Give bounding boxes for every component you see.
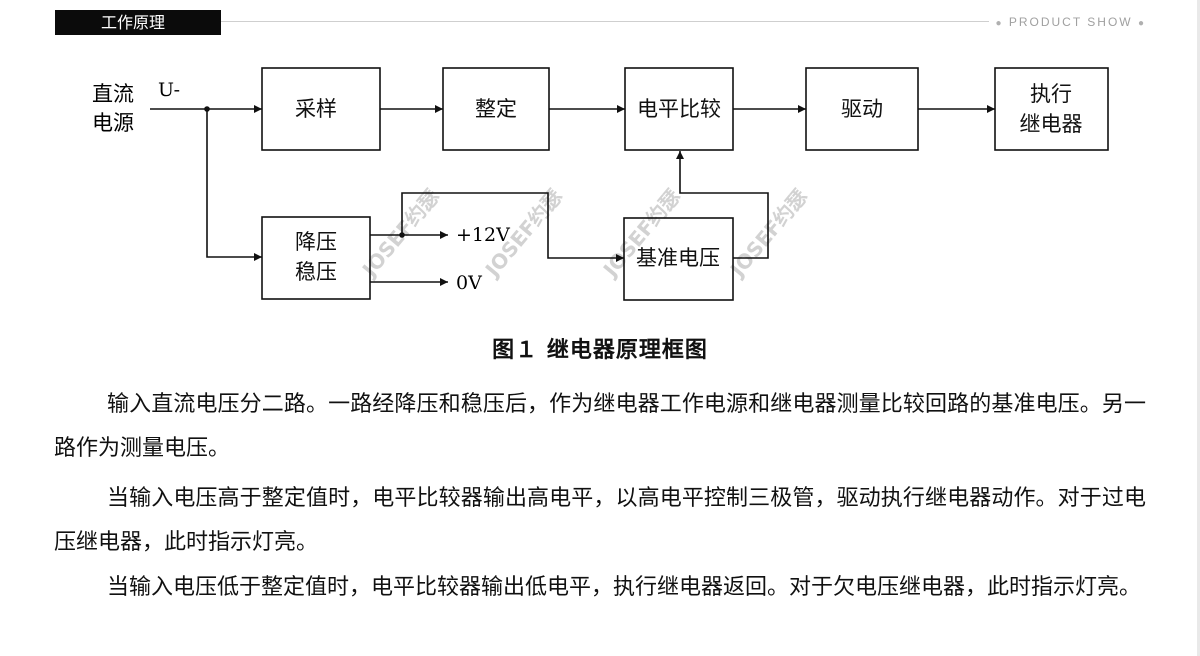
block-reference-label: 基准电压 xyxy=(636,246,720,270)
relay-block-diagram: JOSEF约瑟 JOSEF约瑟 JOSEF约瑟 JOSEF约瑟 直流 电源 U-… xyxy=(92,67,1109,301)
junction-dot xyxy=(399,232,405,238)
block-regulator-label: 降压 xyxy=(295,230,337,254)
block-setting-label: 整定 xyxy=(475,97,517,121)
wire-to-reference xyxy=(401,192,624,262)
block-relay-label: 执行 xyxy=(1030,82,1072,106)
block-sampling xyxy=(261,67,381,151)
block-regulator-label: 稳压 xyxy=(295,260,337,284)
block-relay-label: 继电器 xyxy=(1020,112,1083,136)
zero-volt-label: 0V xyxy=(456,272,482,294)
figure-caption: 图１ 继电器原理框图 xyxy=(492,338,708,363)
bullet-icon: ● xyxy=(1137,18,1146,29)
section-tab: 工作原理 xyxy=(55,10,221,35)
header-divider xyxy=(221,21,1145,22)
paragraph: 当输入电压低于整定值时，电平比较器输出低电平，执行继电器返回。对于欠电压继电器，… xyxy=(107,575,1142,600)
block-relay xyxy=(994,67,1109,151)
input-voltage-label: U- xyxy=(158,79,180,101)
paragraph: 当输入电压高于整定值时，电平比较器输出高电平，以高电平控制三极管，驱动执行继电器… xyxy=(54,486,1146,555)
block-comparator-label: 电平比较 xyxy=(637,97,721,121)
block-comparator xyxy=(624,67,734,151)
input-label: 直流 xyxy=(92,82,134,106)
block-sampling-label: 采样 xyxy=(295,97,337,121)
block-setting xyxy=(442,67,550,151)
paragraph: 输入直流电压分二路。一路经降压和稳压后，作为继电器工作电源和继电器测量比较回路的… xyxy=(54,392,1146,461)
wire-reference-to-comparator xyxy=(676,151,769,259)
input-label: 电源 xyxy=(92,111,134,135)
product-show-label: ● PRODUCT SHOW ● xyxy=(989,14,1152,30)
block-reference xyxy=(623,217,734,301)
watermark-group: JOSEF约瑟 JOSEF约瑟 JOSEF约瑟 JOSEF约瑟 xyxy=(356,184,812,282)
page-edge xyxy=(1197,0,1200,656)
connections xyxy=(150,105,995,286)
wire-input-to-regulator xyxy=(206,109,262,261)
block-drive xyxy=(805,67,919,151)
junction-dot xyxy=(204,106,210,112)
block-drive-label: 驱动 xyxy=(841,97,883,121)
plus12v-label: +12V xyxy=(456,224,510,246)
blocks xyxy=(261,67,1109,301)
bullet-icon: ● xyxy=(995,18,1004,29)
product-show-text: PRODUCT SHOW xyxy=(1008,15,1133,29)
block-regulator xyxy=(261,216,371,300)
